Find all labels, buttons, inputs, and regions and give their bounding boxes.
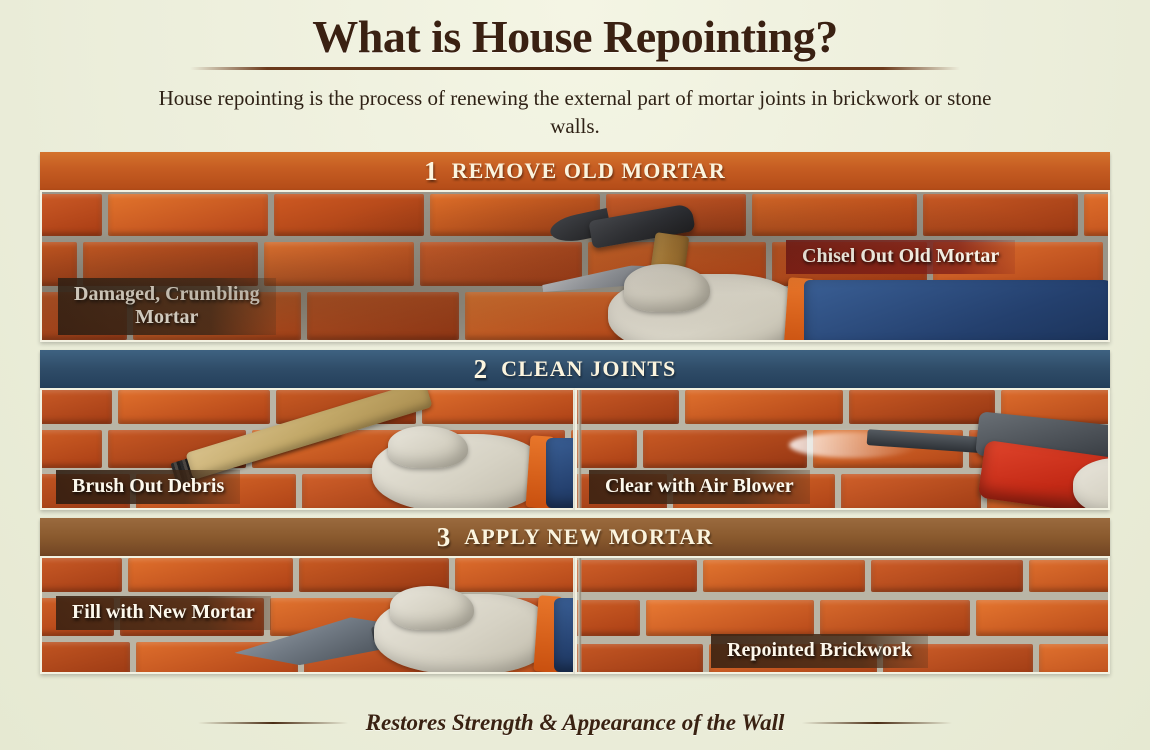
step-3-caption-left: Fill with New Mortar [56,596,271,630]
glove-thumb-icon [390,586,474,630]
step-3-panels: Fill with New Mortar [40,556,1110,674]
page-subtitle: House repointing is the process of renew… [158,86,992,139]
step-2-number: 2 [473,353,488,384]
step-2-caption-left: Brush Out Debris [56,470,241,504]
step-3-label: APPLY NEW MORTAR [464,524,714,549]
footer-text: Restores Strength & Appearance of the Wa… [365,710,785,735]
sleeve-icon [804,280,1108,340]
footer-rule-right [802,722,953,724]
step-1-panels: Damaged, Crumbling Mortar Chisel Out Old… [40,190,1110,342]
glove-thumb-icon [624,264,710,312]
step-section-3: 3 APPLY NEW MORTAR [40,518,1110,674]
step-1-label: REMOVE OLD MORTAR [451,158,726,183]
panel-divider [577,558,582,672]
sleeve-icon [554,598,573,672]
step-2-label: CLEAN JOINTS [501,356,677,381]
step-2-photo-left: Brush Out Debris [40,388,575,510]
step-1-caption-left: Damaged, Crumbling Mortar [58,278,276,335]
steps-container: 1 REMOVE OLD MORTAR [40,152,1110,682]
step-3-photo-right: Repointed Brickwork [575,556,1110,674]
footer-rule-left [197,722,348,724]
page-title: What is House Repointing? [312,11,838,62]
panel-divider [577,390,582,508]
step-2-panels: Brush Out Debris [40,388,1110,510]
step-1-number: 1 [424,155,438,186]
step-2-caption-right: Clear with Air Blower [589,470,810,504]
step-3-number: 3 [436,521,451,552]
step-1-photo: Damaged, Crumbling Mortar Chisel Out Old… [40,190,1110,342]
step-section-1: 1 REMOVE OLD MORTAR [40,152,1110,342]
step-3-band: 3 APPLY NEW MORTAR [40,518,1110,559]
step-1-band: 1 REMOVE OLD MORTAR [40,152,1110,193]
glove-thumb-icon [388,426,468,468]
title-underline [190,67,960,70]
sleeve-icon [546,438,573,508]
step-2-photo-right: Clear with Air Blower [575,388,1110,510]
step-3-photo-left: Fill with New Mortar [40,556,575,674]
header: What is House Repointing? House repointi… [0,0,1150,141]
footer: Restores Strength & Appearance of the Wa… [0,710,1150,736]
step-3-caption-right: Repointed Brickwork [711,634,928,668]
step-section-2: 2 CLEAN JOINTS [40,350,1110,510]
step-1-caption-right: Chisel Out Old Mortar [786,240,1016,274]
step-2-band: 2 CLEAN JOINTS [40,350,1110,391]
